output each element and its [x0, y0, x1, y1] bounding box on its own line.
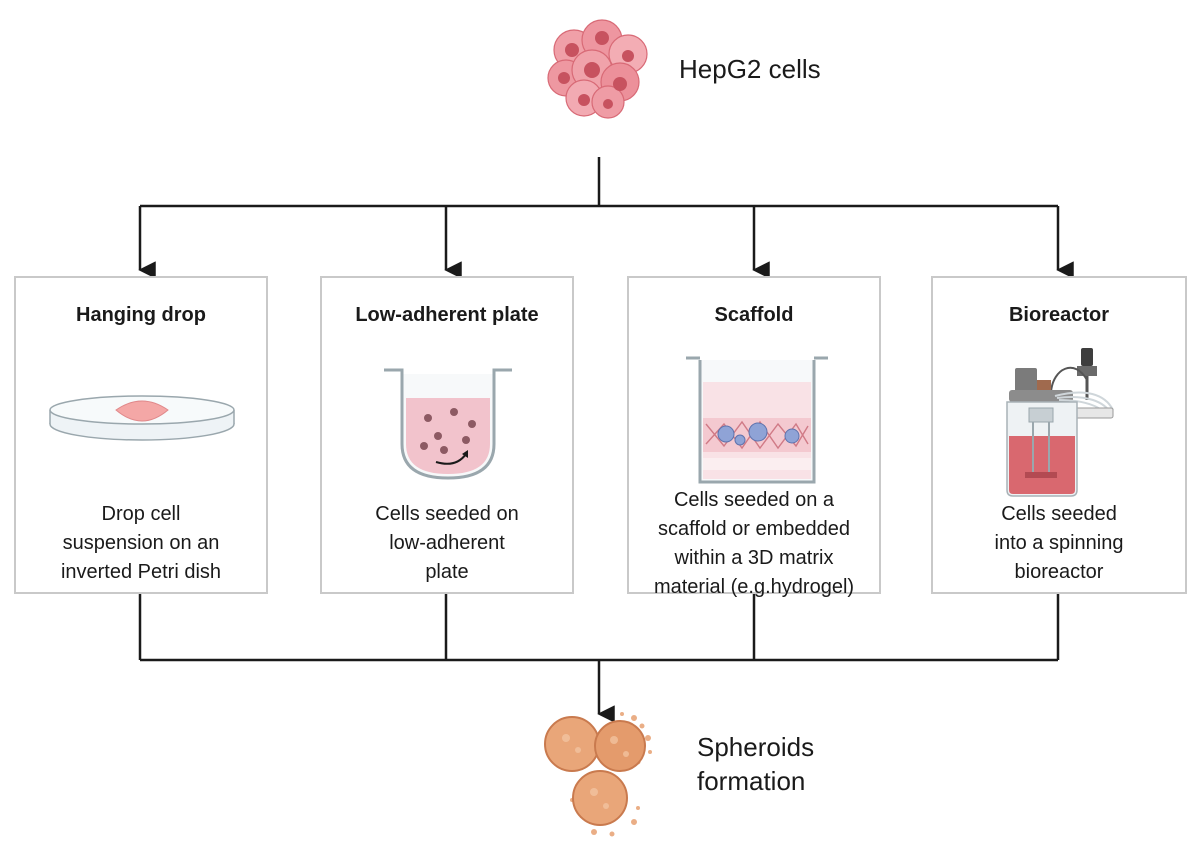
- method-description: Cells seeded on a scaffold or embedded w…: [653, 489, 855, 598]
- method-description: Cells seeded into a spinning bioreactor: [994, 503, 1124, 583]
- method-title: Scaffold: [714, 304, 794, 326]
- method-box-scaffold: Scaffold Cells seeded on a scaffold or e…: [627, 276, 881, 598]
- method-title: Low-adherent plate: [355, 304, 539, 326]
- method-box-low-adherent-plate: Low-adherent plate Cells seeded on low-a…: [320, 276, 574, 594]
- method-title: Hanging drop: [76, 304, 206, 326]
- petri-dish-icon: [49, 395, 235, 441]
- bioreactor-icon: [1006, 348, 1114, 497]
- hepg2-cell-cluster-icon: [547, 19, 648, 119]
- result-label: Spheroids formation: [697, 732, 815, 796]
- method-description: Cells seeded on low-adherent plate: [375, 503, 519, 583]
- method-description: Drop cell suspension on an inverted Petr…: [60, 503, 222, 583]
- method-box-hanging-drop: Hanging drop Drop cell suspension on an …: [14, 276, 268, 594]
- method-box-bioreactor: Bioreactor Cells seeded into a spinning …: [931, 276, 1187, 594]
- method-title: Bioreactor: [1008, 304, 1110, 326]
- spheroids-icon: [544, 712, 652, 837]
- low-adherent-well-icon: [384, 368, 512, 480]
- scaffold-well-icon: [686, 356, 828, 484]
- source-label: HepG2 cells: [679, 54, 821, 84]
